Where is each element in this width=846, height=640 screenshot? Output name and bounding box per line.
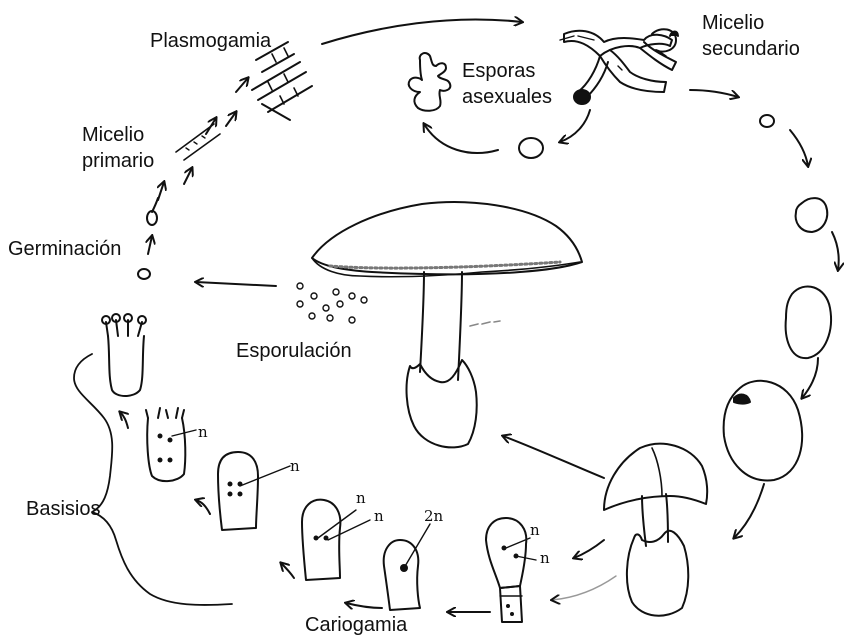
spore-right-4-nucleus bbox=[734, 395, 750, 404]
asexual-spore-branched bbox=[409, 53, 451, 111]
germinating-spore bbox=[152, 198, 158, 212]
arrow-right-1 bbox=[790, 130, 808, 166]
arrow-b-left-1 bbox=[281, 563, 294, 578]
arrow-b-left-3 bbox=[120, 412, 128, 428]
arrow-hypha-to-right bbox=[690, 90, 738, 97]
ploidy-n-6: n bbox=[540, 550, 550, 566]
label-esporulacion: Esporulación bbox=[236, 340, 352, 362]
big-mushroom-volva bbox=[407, 360, 477, 447]
arrow-germination bbox=[148, 236, 152, 254]
small-mushroom-stem bbox=[642, 494, 668, 546]
label-micelio-secundario-1: Micelio bbox=[702, 12, 764, 34]
arrow-small-mushroom-to-big bbox=[503, 436, 604, 478]
secondary-mycelium bbox=[564, 31, 672, 56]
arrow-left-3 bbox=[184, 168, 192, 184]
spore-right-2 bbox=[796, 198, 828, 232]
ploidy-n-4: n bbox=[374, 508, 384, 524]
arrow-left-6 bbox=[236, 78, 248, 92]
arrow-thin-gray bbox=[552, 576, 616, 600]
arrow-hypha-to-spore-circle bbox=[560, 110, 590, 142]
basidium-clamp bbox=[486, 518, 526, 588]
spore-top bbox=[519, 138, 543, 158]
nuclei-2 bbox=[228, 482, 243, 497]
label-cariogamia: Cariogamia bbox=[305, 614, 407, 636]
basidium-n-1 bbox=[147, 418, 185, 481]
clamp-bottom bbox=[574, 90, 590, 104]
arrow-right-4 bbox=[734, 484, 764, 538]
ploidy-n-5: n bbox=[530, 522, 540, 538]
hypha-p4 bbox=[258, 72, 306, 100]
germination-spore bbox=[138, 269, 150, 279]
ploidy-n-1: n bbox=[198, 424, 208, 440]
arrow-to-basidium-pair bbox=[574, 540, 604, 558]
nuclei-1 bbox=[158, 434, 173, 463]
spore-right-3 bbox=[786, 286, 831, 358]
arrow-b-left-2 bbox=[196, 500, 210, 514]
arrow-to-cariogamia bbox=[346, 603, 382, 608]
label-basisios: Basisios bbox=[26, 498, 100, 520]
label-asexuales: asexuales bbox=[462, 86, 552, 108]
label-germinacion: Germinación bbox=[8, 238, 121, 260]
small-mushroom-cap bbox=[604, 444, 707, 510]
basidium-with-spores bbox=[108, 336, 144, 396]
label-micelio-secundario-2: secundario bbox=[702, 38, 800, 60]
small-mushroom-volva bbox=[627, 531, 688, 616]
basidium-n-3 bbox=[302, 500, 340, 580]
sporulation-spores bbox=[297, 283, 367, 323]
big-mushroom-stem bbox=[420, 272, 462, 380]
arrow-right-2 bbox=[832, 232, 839, 270]
basisios-brace bbox=[74, 354, 232, 605]
arrow-hypha-to-spores bbox=[424, 124, 498, 153]
arrow-left-5 bbox=[226, 112, 236, 126]
arrow-sporulation bbox=[196, 282, 276, 286]
arrow-right-3 bbox=[802, 358, 818, 398]
big-mushroom-gills bbox=[330, 262, 560, 268]
label-micelio-primario-1: Micelio bbox=[82, 124, 144, 146]
label-micelio-primario-2: primario bbox=[82, 150, 154, 172]
basidium-n-2 bbox=[218, 452, 258, 530]
ploidy-2n: 2n bbox=[424, 508, 443, 524]
spore-right-small bbox=[760, 115, 774, 127]
primary-hypha bbox=[176, 124, 220, 160]
label-plasmogamia: Plasmogamia bbox=[150, 30, 271, 52]
hypha-p3 bbox=[252, 62, 300, 90]
arrow-plasmogamia-to-top bbox=[322, 19, 522, 44]
arrow-left-2 bbox=[158, 182, 164, 200]
label-esporas: Esporas bbox=[462, 60, 535, 82]
ploidy-n-2: n bbox=[290, 458, 300, 474]
ploidy-n-3: n bbox=[356, 490, 366, 506]
